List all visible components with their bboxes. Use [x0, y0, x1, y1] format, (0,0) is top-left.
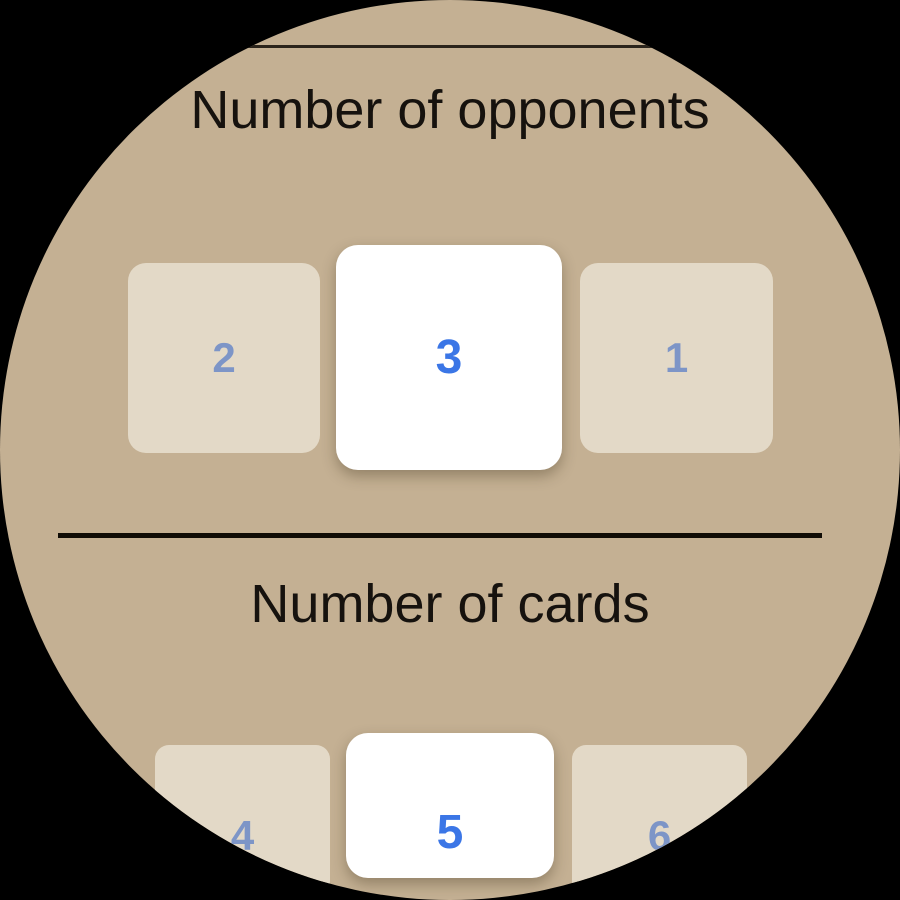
opponents-section-title: Number of opponents	[190, 80, 710, 140]
opponents-option-2-label: 2	[212, 334, 236, 381]
opponents-option-1-label: 1	[664, 334, 689, 381]
cards-section-title: Number of cards	[250, 574, 650, 634]
opponents-option-3-label: 3	[435, 331, 463, 384]
cards-option-5-label: 5	[436, 805, 464, 859]
opponents-option-2[interactable]: 2	[128, 263, 320, 453]
section-divider-middle	[58, 533, 822, 538]
cards-option-6[interactable]: 6	[572, 745, 747, 895]
cards-option-5-selected[interactable]: 5	[346, 733, 554, 878]
opponents-option-1[interactable]: 1	[580, 263, 773, 453]
section-divider-top	[58, 45, 822, 48]
opponents-option-3-selected[interactable]: 3	[336, 245, 562, 470]
cards-option-6-label: 6	[647, 812, 672, 859]
cards-option-4-label: 4	[230, 812, 255, 859]
cards-option-4[interactable]: 4	[155, 745, 330, 895]
